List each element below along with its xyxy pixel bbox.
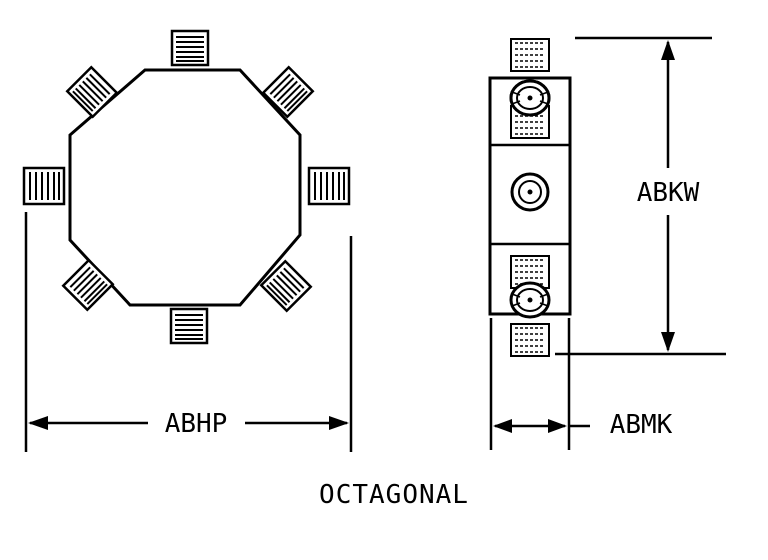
connector-right [307,166,351,206]
side-port-center [510,172,550,212]
drawing-caption: OCTAGONAL [319,480,469,510]
dimension-label-abmk: ABMK [610,410,673,440]
dimension-abhp [24,212,353,452]
octagonal-housing-top-view [22,29,351,345]
connector-top [170,29,210,67]
dimension-abmk [489,318,590,450]
side-stub-top [510,38,550,72]
housing-side-view [488,38,572,357]
side-stub-bottom [510,323,550,357]
connector-bottom [169,307,209,345]
dimension-label-abhp: ABHP [165,409,228,439]
side-port-top-face [509,79,551,117]
connector-left [22,166,66,206]
octagon-body [68,68,302,307]
side-port-bottom [509,281,551,319]
dimension-label-abkw: ABKW [637,178,700,208]
dimension-abkw [555,36,726,356]
